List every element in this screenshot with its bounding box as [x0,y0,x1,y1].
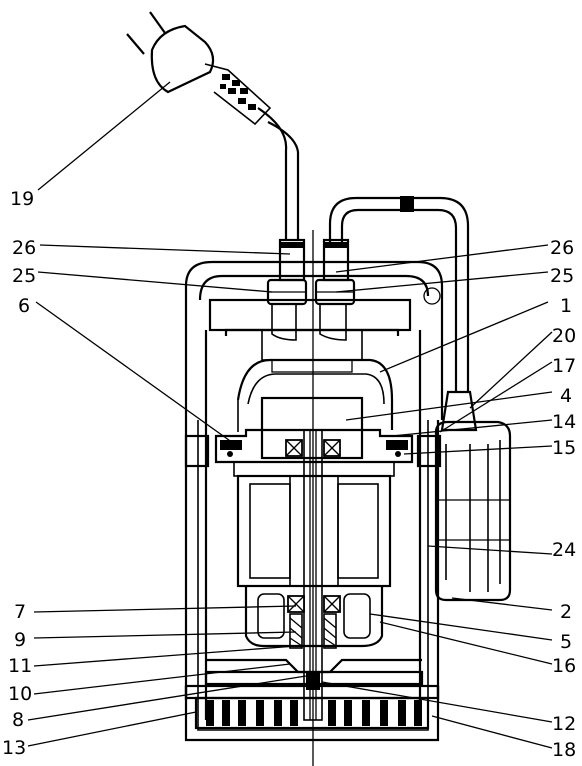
base-strainer [184,684,440,730]
label-25-left: 25 [12,265,36,287]
label-18: 18 [552,739,576,761]
label-10: 10 [8,683,32,705]
label-13: 13 [2,737,26,759]
label-26-left: 26 [12,237,36,259]
motor-stator [236,474,392,588]
label-6: 6 [18,295,30,317]
label-26-right: 26 [550,237,574,259]
power-cable [257,107,300,240]
label-7: 7 [14,601,26,623]
motor-cover [224,328,400,432]
float-switch [434,390,512,602]
label-19: 19 [10,188,34,210]
bearing-bracket [214,428,414,477]
label-25-right: 25 [550,265,574,287]
cable-nuts [266,278,356,341]
label-16: 16 [552,655,576,677]
power-plug [126,11,272,126]
label-24: 24 [552,539,576,561]
capacitor [260,396,364,460]
label-15: 15 [552,437,576,459]
cable-glands [278,238,350,282]
leader-lines [27,81,553,749]
float-switch-cable [328,196,470,392]
label-4: 4 [560,385,572,407]
label-14: 14 [552,411,576,433]
label-2: 2 [560,601,572,623]
label-11: 11 [8,655,32,677]
outer-housing [184,330,442,742]
label-8: 8 [12,709,24,731]
label-17: 17 [552,355,576,377]
label-12: 12 [552,713,576,735]
label-1: 1 [560,295,572,317]
lower-bearing-seal [244,586,384,649]
part-labels: 19 26 25 6 7 9 11 10 8 13 26 25 1 20 17 … [2,188,576,761]
label-20: 20 [552,325,576,347]
label-5: 5 [560,631,572,653]
label-9: 9 [14,629,26,651]
